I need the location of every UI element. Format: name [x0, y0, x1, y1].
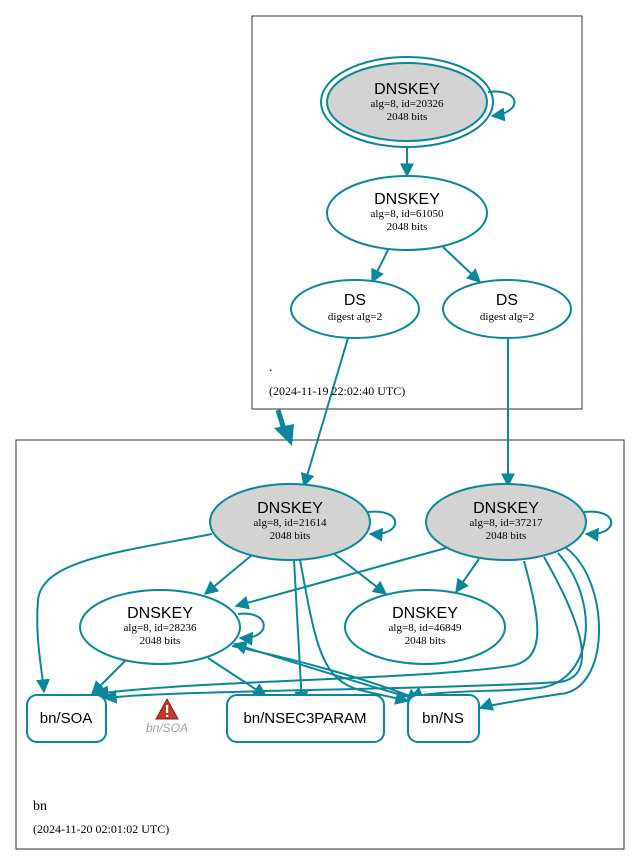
root-ds1-node[interactable]: DS digest alg=2: [290, 279, 420, 339]
root-zone-box: [251, 15, 583, 410]
bn-zsk2-title: DNSKEY: [392, 605, 458, 622]
bn-zone-timestamp: (2024-11-20 02:01:02 UTC): [33, 822, 169, 836]
edge-ksk2-soa-a: [94, 560, 539, 700]
bn-nsec3param-label: bn/NSEC3PARAM: [243, 710, 366, 727]
warning-soa-label: bn/SOA: [146, 721, 188, 735]
edge-root-zsk-ds1: [371, 249, 389, 284]
root-ksk-line2: 2048 bits: [387, 111, 428, 123]
bn-ns-label: bn/NS: [422, 710, 464, 727]
ds1-line1: digest alg=2: [328, 311, 382, 323]
ds2-line1: digest alg=2: [480, 311, 534, 323]
edge-root-ksk-self: [487, 90, 516, 122]
bn-ksk2-line1: alg=8, id=37217: [470, 517, 543, 529]
edge-bn-ksk2-self: [583, 510, 613, 542]
edge-bn-zsk1-self: [237, 612, 265, 646]
ds1-title: DS: [344, 292, 366, 309]
edge-ksk1-zsk2: [332, 552, 388, 595]
edge-ns-zsk1-back: [232, 640, 421, 701]
root-ksk-title: DNSKEY: [374, 81, 440, 98]
bn-ksk1-line1: alg=8, id=21614: [254, 517, 327, 529]
edge-root-zsk-ds2: [442, 246, 482, 283]
root-zsk-line2: 2048 bits: [387, 221, 428, 233]
bn-dnskey-zsk1-node[interactable]: DNSKEY alg=8, id=28236 2048 bits: [79, 589, 241, 665]
bn-ksk2-line2: 2048 bits: [486, 530, 527, 542]
bn-zsk1-title: DNSKEY: [127, 605, 193, 622]
edge-ds1-bn-ksk1: [300, 337, 349, 488]
edge-zsk1-soa: [91, 659, 127, 695]
bn-zsk2-line1: alg=8, id=46849: [389, 622, 462, 634]
bn-dnskey-ksk1-node[interactable]: DNSKEY alg=8, id=21614 2048 bits: [209, 483, 371, 561]
bn-soa-label: bn/SOA: [40, 710, 93, 727]
edge-ksk1-soa: [35, 533, 213, 694]
root-zsk-line1: alg=8, id=61050: [371, 208, 444, 220]
bn-soa-rrset[interactable]: bn/SOA: [26, 694, 107, 743]
edge-ksk1-zsk1: [203, 554, 253, 595]
root-zsk-title: DNSKEY: [374, 191, 440, 208]
bn-dnskey-zsk2-node[interactable]: DNSKEY alg=8, id=46849 2048 bits: [344, 589, 506, 665]
edge-ksk2-soa-b: [102, 556, 583, 704]
bn-ns-rrset[interactable]: bn/NS: [407, 694, 480, 743]
edge-bn-ksk1-self: [367, 510, 397, 542]
bn-ksk2-title: DNSKEY: [473, 500, 539, 517]
bn-ksk1-line2: 2048 bits: [270, 530, 311, 542]
bn-zsk2-line2: 2048 bits: [405, 635, 446, 647]
edge-ksk2-ns-b: [478, 547, 600, 711]
root-dnskey-zsk-node[interactable]: DNSKEY alg=8, id=61050 2048 bits: [326, 175, 488, 251]
edge-ksk2-zsk1: [234, 547, 447, 610]
bn-zone-box: [15, 439, 625, 850]
root-ksk-line1: alg=8, id=20326: [371, 98, 444, 110]
ds2-title: DS: [496, 292, 518, 309]
edge-ksk2-zsk2: [455, 558, 480, 594]
bn-zsk1-line1: alg=8, id=28236: [124, 622, 197, 634]
edge-ksk2-ns-a: [408, 552, 587, 700]
edge-ksk1-ns: [299, 559, 410, 705]
delegation-arrowhead: [274, 424, 294, 446]
edge-ksk1-nsec3param: [293, 559, 309, 706]
bn-zsk1-line2: 2048 bits: [140, 635, 181, 647]
root-zone-name: .: [269, 360, 273, 375]
edge-zsk1-nsec3param: [207, 657, 268, 697]
bn-ksk1-title: DNSKEY: [257, 500, 323, 517]
root-zone-timestamp: (2024-11-19 22:02:40 UTC): [269, 384, 405, 398]
bn-zone-name: bn: [33, 799, 47, 814]
bn-nsec3param-rrset[interactable]: bn/NSEC3PARAM: [226, 694, 385, 743]
root-ds2-node[interactable]: DS digest alg=2: [442, 279, 572, 339]
bn-dnskey-ksk2-node[interactable]: DNSKEY alg=8, id=37217 2048 bits: [425, 483, 587, 561]
root-dnskey-ksk-node[interactable]: DNSKEY alg=8, id=20326 2048 bits: [320, 56, 494, 148]
warning-triangle-icon[interactable]: [155, 697, 179, 720]
